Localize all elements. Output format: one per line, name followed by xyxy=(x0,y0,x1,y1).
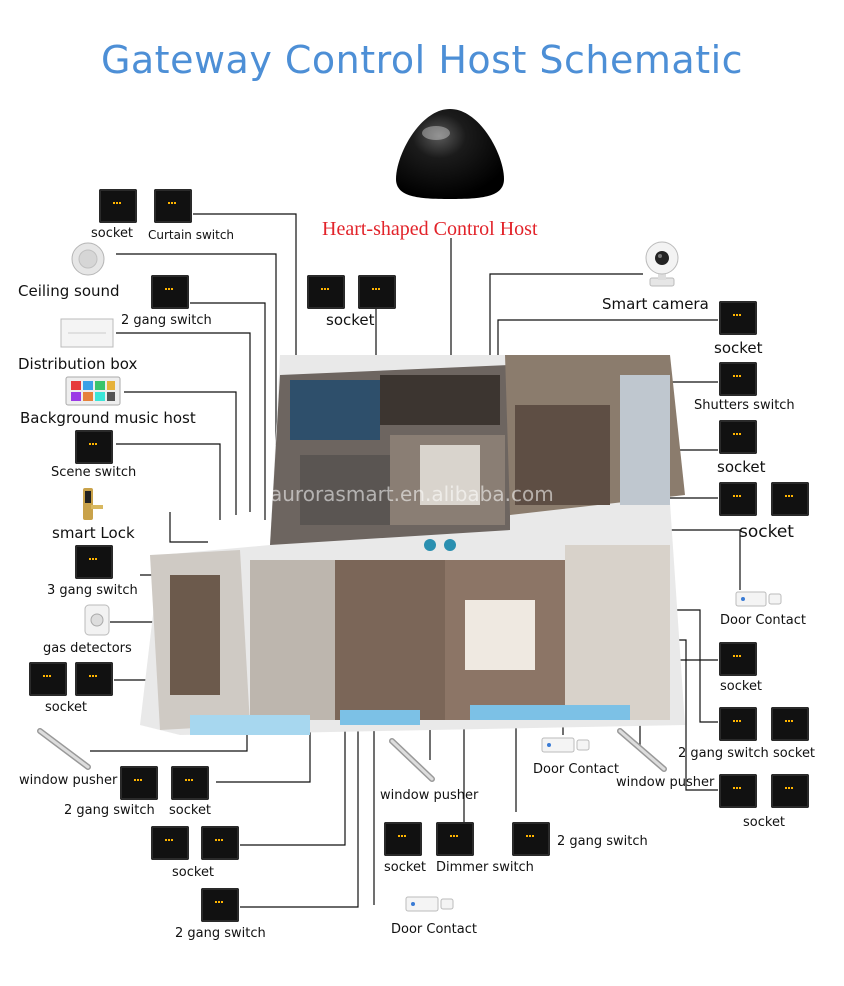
socket-panel xyxy=(719,642,757,676)
socket-label: socket xyxy=(720,679,763,694)
socket-panel xyxy=(358,275,396,309)
window-pusher-label: window pusher xyxy=(19,773,118,788)
socket-panel xyxy=(201,826,239,860)
socket-panel xyxy=(719,301,757,335)
ceiling-sound-label: Ceiling sound xyxy=(18,282,120,300)
two-gang-switch-panel xyxy=(512,822,550,856)
socket-panel xyxy=(771,774,809,808)
socket-panel xyxy=(719,482,757,516)
background-music-host-label: Background music host xyxy=(20,409,196,427)
two-gang-switch-label: 2 gang switch xyxy=(175,926,266,941)
door-contact-icon xyxy=(735,591,782,607)
door-contact-label: Door Contact xyxy=(720,613,806,628)
socket-panel xyxy=(99,189,137,223)
socket-panel xyxy=(771,482,809,516)
socket-panel xyxy=(719,420,757,454)
socket-label: socket xyxy=(91,226,134,241)
socket-label: socket xyxy=(739,522,794,542)
scene-switch-label: Scene switch xyxy=(51,465,137,480)
ceiling-speaker-icon xyxy=(71,242,105,276)
two-gang-switch-panel xyxy=(201,888,239,922)
window-pusher-icon xyxy=(617,728,667,772)
socket-panel xyxy=(771,707,809,741)
socket-label: socket xyxy=(384,860,427,875)
three-gang-switch-panel xyxy=(75,545,113,579)
door-contact-icon xyxy=(541,737,590,753)
gas-detector-icon xyxy=(84,604,110,636)
three-gang-switch-label: 3 gang switch xyxy=(47,583,138,598)
window-pusher-label: window pusher xyxy=(616,775,715,790)
camera-icon xyxy=(645,241,679,287)
socket-panel xyxy=(75,662,113,696)
socket-label: socket xyxy=(743,815,786,830)
page-title: Gateway Control Host Schematic xyxy=(100,38,744,82)
socket-panel xyxy=(307,275,345,309)
two-gang-switch-label: 2 gang switch xyxy=(64,803,155,818)
door-contact-label: Door Contact xyxy=(391,922,477,937)
smart-lock-icon xyxy=(83,488,103,520)
socket-label: socket xyxy=(714,339,763,357)
smart-lock-label: smart Lock xyxy=(52,524,135,542)
gas-detectors-label: gas detectors xyxy=(43,641,132,656)
smart-camera-label: Smart camera xyxy=(602,295,709,313)
shutters-switch-label: Shutters switch xyxy=(694,398,795,413)
socket-panel xyxy=(719,774,757,808)
window-pusher-icon xyxy=(37,728,91,770)
socket-panel xyxy=(29,662,67,696)
socket-label: socket xyxy=(773,746,816,761)
socket-panel xyxy=(171,766,209,800)
window-pusher-icon xyxy=(389,738,435,782)
gateway-host-icon xyxy=(396,109,504,199)
socket-panel xyxy=(151,826,189,860)
music-host-icon xyxy=(65,376,121,406)
door-contact-icon xyxy=(405,896,454,912)
two-gang-switch-label: 2 gang switch xyxy=(121,313,212,328)
host-label: Heart-shaped Control Host xyxy=(322,218,538,240)
two-gang-switch-panel xyxy=(120,766,158,800)
scene-switch-panel xyxy=(75,430,113,464)
door-contact-label: Door Contact xyxy=(533,762,619,777)
window-pusher-label: window pusher xyxy=(380,788,479,803)
distribution-box-icon xyxy=(60,318,114,348)
socket-label: socket xyxy=(45,700,88,715)
socket-label: socket xyxy=(169,803,212,818)
two-gang-switch-label: 2 gang switch xyxy=(678,746,769,761)
socket-label: socket xyxy=(326,311,375,329)
curtain-switch-label: Curtain switch xyxy=(148,228,235,242)
watermark: aurorasmart.en.alibaba.com xyxy=(270,482,554,506)
house-floorplan-image xyxy=(140,355,685,735)
two-gang-switch-panel xyxy=(151,275,189,309)
distribution-box-label: Distribution box xyxy=(18,355,138,373)
two-gang-switch-label: 2 gang switch xyxy=(557,834,648,849)
shutters-switch-panel xyxy=(719,362,757,396)
dimmer-switch-label: Dimmer switch xyxy=(436,860,534,875)
socket-label: socket xyxy=(717,458,766,476)
socket-panel xyxy=(384,822,422,856)
dimmer-switch-panel xyxy=(436,822,474,856)
curtain-switch-panel xyxy=(154,189,192,223)
two-gang-switch-panel xyxy=(719,707,757,741)
socket-label: socket xyxy=(172,865,215,880)
